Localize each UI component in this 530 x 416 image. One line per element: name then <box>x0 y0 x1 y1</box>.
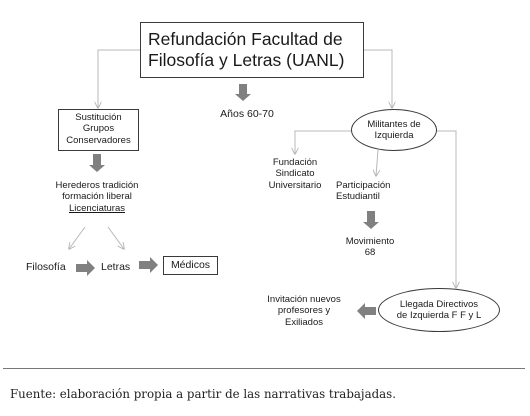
llegada-line-1: Llegada Directivos <box>399 298 479 310</box>
caption-divider <box>3 368 525 369</box>
years-label: Años 60-70 <box>220 108 274 120</box>
participacion-node: Participación Estudiantil <box>336 180 416 203</box>
block-arrow-title-down <box>235 84 251 101</box>
block-arrow-letras-right <box>139 257 158 273</box>
herederos-line-1: Herederos tradición <box>55 180 139 191</box>
herederos-node: Herederos tradición formación liberal Li… <box>42 180 152 214</box>
participacion-line-1: Participación <box>336 180 391 191</box>
block-arrow-sustitucion-down <box>89 154 105 172</box>
fundacion-node: Fundación Sindicato Universitario <box>255 157 335 191</box>
connector-title-to-sustitucion <box>98 49 140 108</box>
title-box: Refundación Facultad de Filosofía y Letr… <box>140 22 364 78</box>
connector-herederos-to-filosofia <box>69 226 86 249</box>
connector-title-to-militantes <box>364 49 392 108</box>
connector-militantes-to-participacion <box>376 149 378 176</box>
connector-militantes-to-fundacion <box>295 130 356 154</box>
invitacion-line-2: profesores y <box>277 305 331 317</box>
title-line-2: Filosofía y Letras (UANL) <box>148 50 345 70</box>
figure-caption: Fuente: elaboración propia a partir de l… <box>10 387 396 401</box>
fundacion-line-3: Universitario <box>268 179 322 191</box>
herederos-line-3: Licenciaturas <box>69 202 125 214</box>
filosofia-label: Filosofía <box>26 261 66 273</box>
invitacion-line-3: Exiliados <box>284 316 324 328</box>
sustitucion-line-2: Grupos <box>82 123 115 135</box>
llegada-oval: Llegada Directivos de Izquierda F F y L <box>378 288 500 332</box>
militantes-line-2: Izquierda <box>374 130 414 141</box>
sustitucion-box: Sustitución Grupos Conservadores <box>58 109 139 151</box>
sustitucion-line-3: Conservadores <box>66 134 131 146</box>
militantes-line-1: Militantes de <box>367 118 421 130</box>
movimiento-node: Movimiento 68 <box>330 236 410 259</box>
participacion-line-2: Estudiantil <box>336 191 380 203</box>
invitacion-line-1: Invitación nuevos <box>267 294 341 305</box>
connector-militantes-to-llegada <box>435 130 456 288</box>
block-arrow-llegada-left <box>357 303 376 319</box>
movimiento-line-1: Movimiento <box>345 236 395 247</box>
title-line-1: Refundación Facultad de <box>148 29 343 49</box>
herederos-line-2: formación liberal <box>62 191 132 203</box>
sustitucion-line-1: Sustitución <box>75 112 122 123</box>
llegada-line-2: de Izquierda F F y L <box>396 310 482 321</box>
block-arrow-filosofia-right <box>76 260 95 276</box>
fundacion-line-1: Fundación <box>272 157 318 168</box>
medicos-box: Médicos <box>163 256 218 275</box>
invitacion-node: Invitación nuevos profesores y Exiliados <box>252 294 356 328</box>
connector-layer <box>0 49 530 319</box>
movimiento-line-2: 68 <box>364 247 376 259</box>
block-arrow-participacion-down <box>363 211 379 229</box>
diagram: Refundación Facultad de Filosofía y Letr… <box>0 22 530 332</box>
letras-label: Letras <box>101 261 131 273</box>
fundacion-line-2: Sindicato <box>275 168 315 180</box>
militantes-oval: Militantes de Izquierda <box>351 109 437 151</box>
connector-herederos-to-letras <box>107 226 124 249</box>
